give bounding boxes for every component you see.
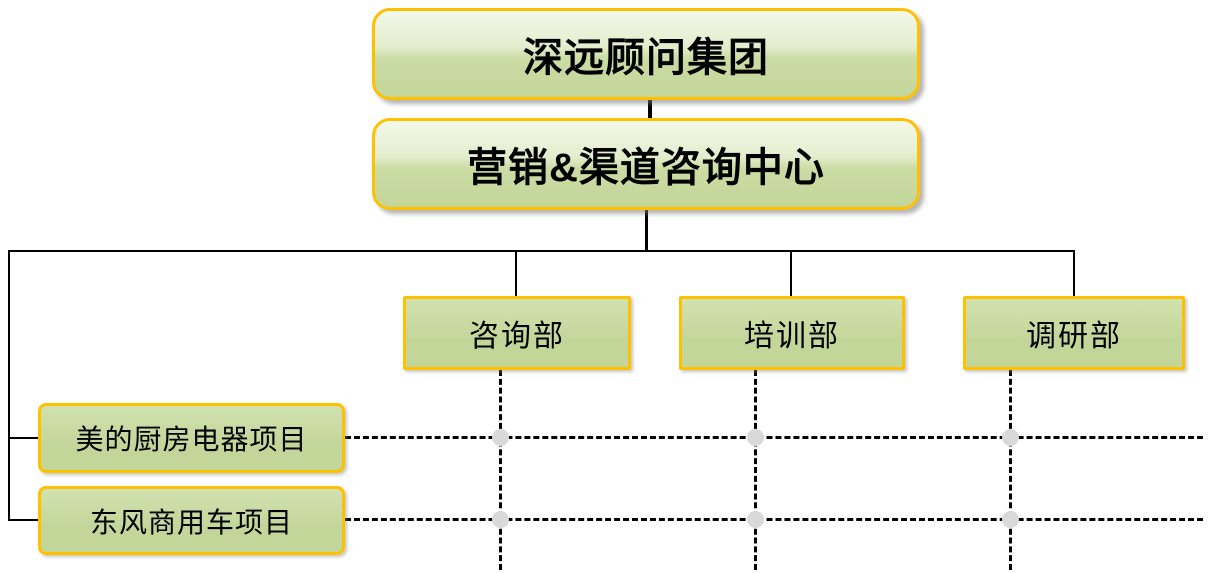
- junction-dot: [747, 429, 764, 446]
- connector-drop-consulting: [515, 250, 517, 297]
- node-dept-consulting-label: 咨询部: [469, 320, 565, 353]
- node-project-dongfeng-label: 东风商用车项目: [89, 506, 293, 538]
- connector-left-vertical: [8, 250, 10, 521]
- node-dept-training-label: 培训部: [744, 320, 840, 353]
- node-dept-consulting: 咨询部: [403, 296, 631, 370]
- connector-stub-project-1: [8, 437, 38, 439]
- junction-dot: [492, 429, 509, 446]
- connector-drop-training: [790, 250, 792, 297]
- node-root-label: 深远顾问集团: [523, 36, 769, 80]
- matrix-row-project-2: [345, 518, 1203, 521]
- node-project-midea: 美的厨房电器项目: [38, 403, 345, 473]
- node-root: 深远顾问集团: [372, 8, 920, 100]
- connector-stub-project-2: [8, 519, 38, 521]
- matrix-col-consulting: [499, 370, 502, 570]
- node-project-dongfeng: 东风商用车项目: [38, 486, 345, 555]
- node-marketing-center-label: 营销&渠道咨询中心: [467, 146, 825, 190]
- node-marketing-center: 营销&渠道咨询中心: [372, 118, 920, 210]
- connector-root-center: [648, 100, 652, 118]
- connector-center-bus: [645, 210, 648, 252]
- node-dept-research: 调研部: [963, 296, 1185, 370]
- junction-dot: [1002, 429, 1019, 446]
- connector-drop-research: [1073, 250, 1075, 297]
- node-dept-training: 培训部: [679, 296, 905, 370]
- matrix-col-training: [754, 370, 757, 570]
- junction-dot: [492, 511, 509, 528]
- junction-dot: [1002, 511, 1019, 528]
- matrix-row-project-1: [345, 436, 1203, 439]
- connector-bus-horizontal: [8, 250, 1075, 252]
- junction-dot: [747, 511, 764, 528]
- node-dept-research-label: 调研部: [1026, 320, 1122, 353]
- node-project-midea-label: 美的厨房电器项目: [75, 424, 308, 455]
- matrix-col-research: [1009, 370, 1012, 570]
